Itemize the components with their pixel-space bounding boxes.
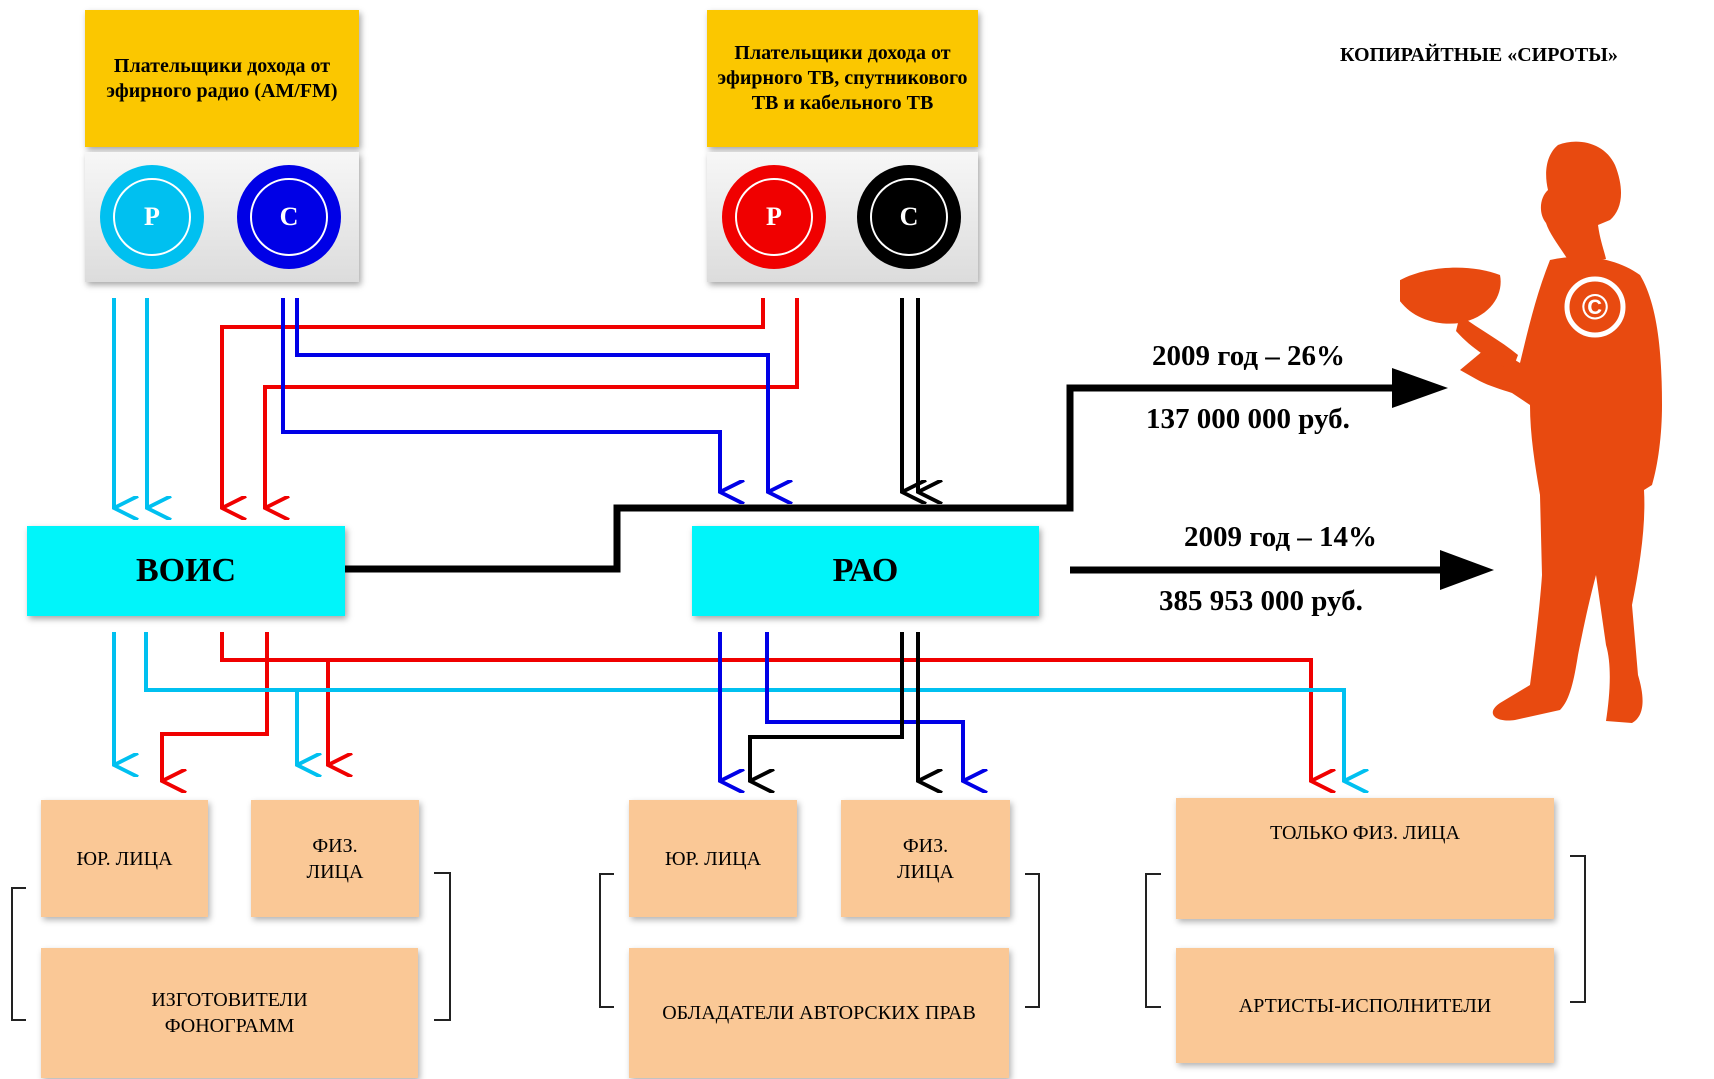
receiver-only-individuals-label: ТОЛЬКО ФИЗ. ЛИЦА — [1270, 821, 1460, 844]
disc-radio-author-letter: С — [250, 178, 328, 256]
receiver-vois-fiz: ФИЗ. ЛИЦА — [251, 800, 419, 917]
receiver-rao-fiz: ФИЗ. ЛИЦА — [841, 800, 1010, 917]
receiver-phonogram-makers-label: ИЗГОТОВИТЕЛИ ФОНОГРАММ — [151, 989, 308, 1037]
arrow-vois-to-performers-cyan — [146, 688, 1344, 781]
disc-radio-related-letter: Р — [113, 178, 191, 256]
disc-tv-author: С — [857, 165, 961, 269]
disc-tv-related-letter: Р — [735, 178, 813, 256]
arrow-tv-related-2 — [263, 298, 799, 508]
arrow-vois-to-yur-red — [160, 632, 269, 781]
arrow-rao-to-yur-black — [748, 632, 904, 781]
payer-radio-panel: Р С — [85, 152, 359, 282]
payer-tv-panel: Р С — [707, 152, 978, 282]
arrow-vois-to-orphans — [345, 384, 1395, 573]
arrow-vois-to-performers-red — [220, 632, 328, 765]
copyright-icon: © — [1582, 286, 1609, 327]
receiver-rao-yur-label: ЮР. ЛИЦА — [664, 847, 762, 870]
arrow-rao-to-fiz-blue — [765, 632, 963, 781]
arrowhead-vois-to-orphans — [1392, 368, 1448, 408]
bracket-right-group3 — [1570, 855, 1586, 1003]
disc-radio-related: Р — [100, 165, 204, 269]
org-rao: РАО — [692, 526, 1039, 616]
receiver-performers: АРТИСТЫ-ИСПОЛНИТЕЛИ — [1176, 948, 1554, 1063]
arrow-radio-author-2 — [295, 298, 768, 492]
stat-rao-amount: 385 953 000 руб. — [1159, 585, 1363, 617]
receiver-vois-fiz-label: ФИЗ. ЛИЦА — [306, 834, 364, 883]
payer-tv-title-text: Плательщики дохода от эфирного ТВ, спутн… — [717, 42, 968, 114]
bracket-right-group2 — [1025, 873, 1040, 1008]
disc-tv-author-letter: С — [870, 178, 948, 256]
arrow-vois-to-performers-red-long — [222, 658, 1311, 781]
receiver-rao-fiz-label: ФИЗ. ЛИЦА — [897, 834, 954, 883]
org-rao-label: РАО — [832, 552, 899, 589]
stat-vois-year: 2009 год – 26% — [1152, 340, 1346, 372]
arrow-tv-related-1 — [220, 298, 765, 508]
org-vois-label: ВОИС — [135, 552, 237, 589]
receiver-rao-yur: ЮР. ЛИЦА — [629, 800, 797, 917]
bracket-right-group1 — [434, 872, 451, 1021]
arrowhead-rao-to-orphans — [1440, 550, 1494, 590]
bracket-left-group1 — [11, 887, 26, 1021]
receiver-phonogram-makers: ИЗГОТОВИТЕЛИ ФОНОГРАММ — [41, 948, 418, 1078]
receiver-only-individuals: ТОЛЬКО ФИЗ. ЛИЦА — [1176, 798, 1554, 919]
stat-rao-year: 2009 год – 14% — [1184, 521, 1378, 553]
payer-radio-title: Плательщики дохода от эфирного радио (AM… — [85, 10, 359, 147]
receiver-rights-holders-label: ОБЛАДАТЕЛИ АВТОРСКИХ ПРАВ — [662, 1002, 976, 1024]
receiver-vois-yur: ЮР. ЛИЦА — [41, 800, 208, 917]
disc-tv-related: Р — [722, 165, 826, 269]
orphan-figure: © — [1400, 141, 1662, 723]
bracket-left-group3 — [1145, 873, 1161, 1008]
payer-tv-title: Плательщики дохода от эфирного ТВ, спутн… — [707, 10, 978, 147]
org-vois: ВОИС — [27, 526, 345, 616]
copyright-ring — [1564, 276, 1626, 338]
arrow-radio-author-1 — [281, 298, 720, 492]
payer-radio-title-text: Плательщики дохода от эфирного радио (AM… — [106, 54, 338, 102]
stat-vois-amount: 137 000 000 руб. — [1146, 403, 1350, 435]
receiver-vois-yur-label: ЮР. ЛИЦА — [76, 847, 173, 870]
receiver-performers-label: АРТИСТЫ-ИСПОЛНИТЕЛИ — [1238, 994, 1492, 1017]
disc-radio-author: С — [237, 165, 341, 269]
bracket-left-group2 — [599, 873, 614, 1008]
receiver-rights-holders: ОБЛАДАТЕЛИ АВТОРСКИХ ПРАВ — [629, 948, 1009, 1078]
orphans-title: КОПИРАЙТНЫЕ «СИРОТЫ» — [1340, 44, 1618, 66]
